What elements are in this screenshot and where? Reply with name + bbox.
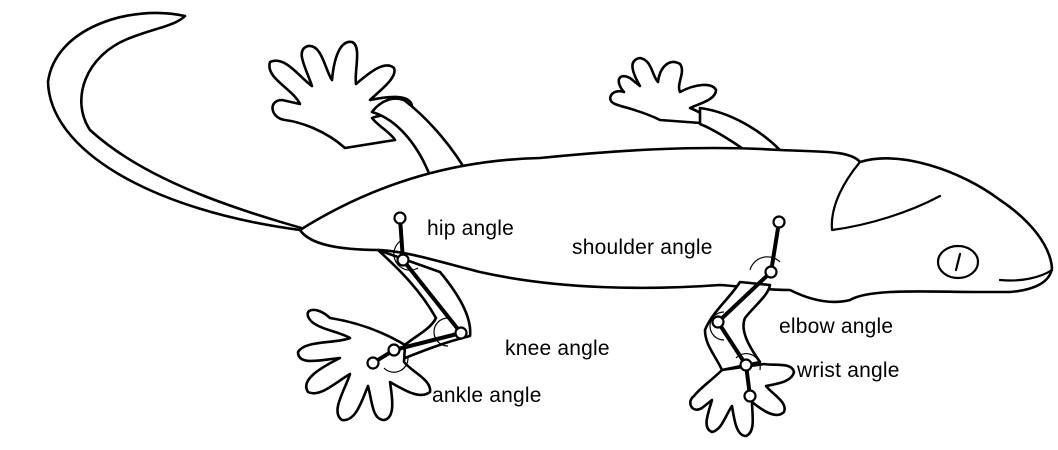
hip-joint: [395, 213, 406, 224]
upper-hind-foot: [269, 42, 412, 148]
wrist-joint: [741, 360, 752, 371]
lower-front-foot: [690, 364, 794, 436]
ankle-joint: [389, 345, 400, 356]
hip-angle-label: hip angle: [427, 218, 514, 239]
hip-joint-2: [398, 255, 409, 266]
shoulder-angle-label: shoulder angle: [572, 237, 713, 258]
toe-joint: [368, 358, 379, 369]
shoulder-joint: [774, 217, 785, 228]
knee-angle-label: knee angle: [505, 338, 610, 359]
shoulder-joint-2: [766, 267, 777, 278]
elbow-joint: [713, 317, 724, 328]
finger-joint: [745, 391, 756, 402]
knee-joint: [456, 328, 467, 339]
wrist-angle-label: wrist angle: [797, 360, 900, 381]
lower-hind-foot: [298, 310, 430, 420]
elbow-angle-label: elbow angle: [779, 316, 893, 337]
ankle-angle-label: ankle angle: [432, 385, 542, 406]
